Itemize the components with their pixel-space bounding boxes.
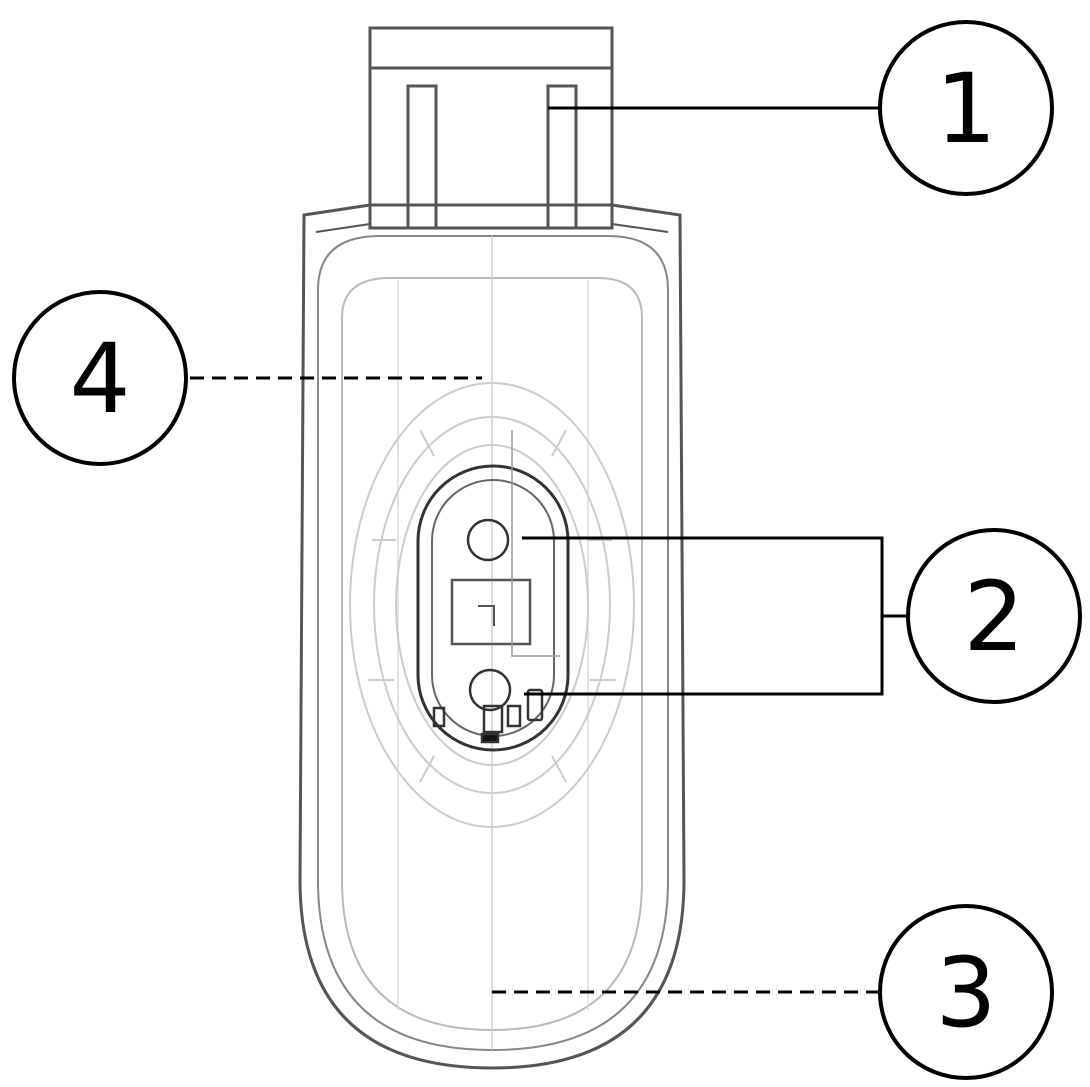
callout-2-label: 2 (963, 561, 1024, 673)
usb-connector-plug (368, 26, 614, 230)
callout-2: 2 (906, 528, 1082, 704)
callout-1-label: 1 (935, 53, 996, 165)
callout-3-circle (878, 904, 1054, 1080)
leader-2-bracket (522, 536, 908, 696)
callout-leaders (190, 106, 908, 994)
device-window (341, 277, 643, 1032)
component-dark (480, 732, 500, 744)
led-top (466, 518, 510, 562)
bottom-components (432, 688, 544, 744)
device-body (298, 203, 686, 1070)
ring-segment-line (551, 755, 567, 783)
component-rect (506, 704, 522, 728)
ring-segment-line (419, 755, 435, 783)
sensor-module (416, 430, 570, 752)
device-inner-frame (317, 235, 669, 1052)
usb-contact-slot-left (406, 84, 438, 230)
center-chip-mark (478, 605, 495, 626)
component-small (432, 706, 446, 728)
callout-4-circle (12, 290, 188, 466)
fingerprint-ring-area (349, 382, 635, 828)
device-shoulder-line (315, 223, 669, 233)
usb-contact-slot-right (546, 84, 578, 230)
callout-1-circle (878, 20, 1054, 196)
callout-4: 4 (12, 290, 188, 466)
middle-ring (373, 416, 611, 794)
component-rect (482, 704, 504, 734)
usb-connector (368, 26, 614, 230)
center-chip (450, 578, 532, 646)
led-bottom (468, 668, 512, 712)
ring-segment-line (419, 429, 435, 457)
device-outer-shell (298, 203, 686, 1070)
callout-4-label: 4 (69, 323, 130, 435)
outer-ring (349, 382, 635, 828)
component-rect (526, 688, 544, 722)
sensor-pill-outer (416, 464, 570, 752)
callout-1: 1 (878, 20, 1054, 196)
callout-3: 3 (878, 904, 1054, 1080)
callout-2-circle (906, 528, 1082, 704)
ring-segment-line (551, 429, 567, 457)
inner-ring (395, 444, 589, 766)
center-chip-trace (511, 430, 560, 657)
callout-3-label: 3 (935, 937, 996, 1049)
